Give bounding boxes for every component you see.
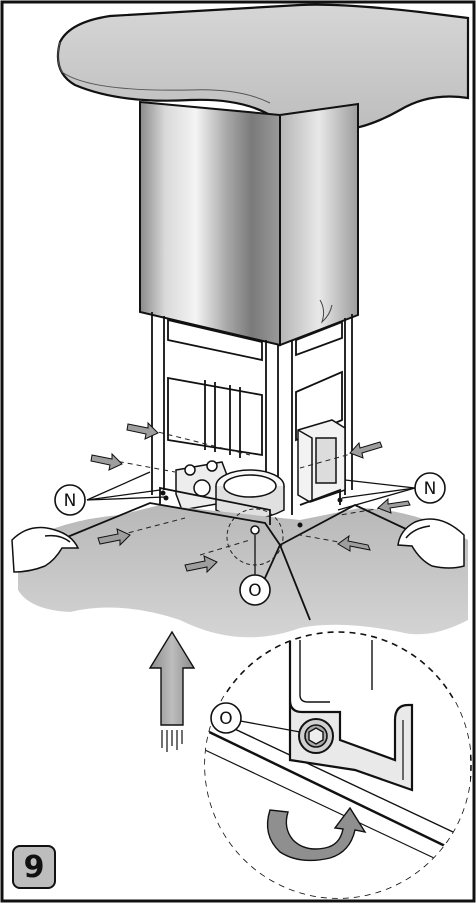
screw-icon	[298, 718, 334, 754]
callout-n-right: N	[414, 472, 446, 504]
fan-assembly	[175, 460, 285, 520]
chimney-cover	[139, 100, 359, 347]
detail-view	[204, 631, 472, 899]
callout-o-detail: O	[210, 702, 242, 734]
leader-lines	[86, 471, 416, 576]
hood-base-shadow	[18, 505, 468, 638]
lift-arrow-icon	[148, 630, 196, 752]
svg-text:N: N	[64, 491, 77, 511]
svg-text:O: O	[248, 581, 261, 601]
rotate-arrow-icon	[266, 806, 367, 862]
svg-text:O: O	[219, 709, 232, 729]
callout-n-left: N	[54, 484, 86, 516]
svg-text:N: N	[424, 479, 437, 499]
ceiling-slab	[56, 3, 470, 133]
callout-o: O	[239, 574, 271, 606]
motor-box	[297, 419, 346, 503]
push-arrow-icon	[90, 421, 411, 574]
hand-icon	[11, 518, 465, 573]
step-number-badge: 9	[12, 845, 56, 889]
